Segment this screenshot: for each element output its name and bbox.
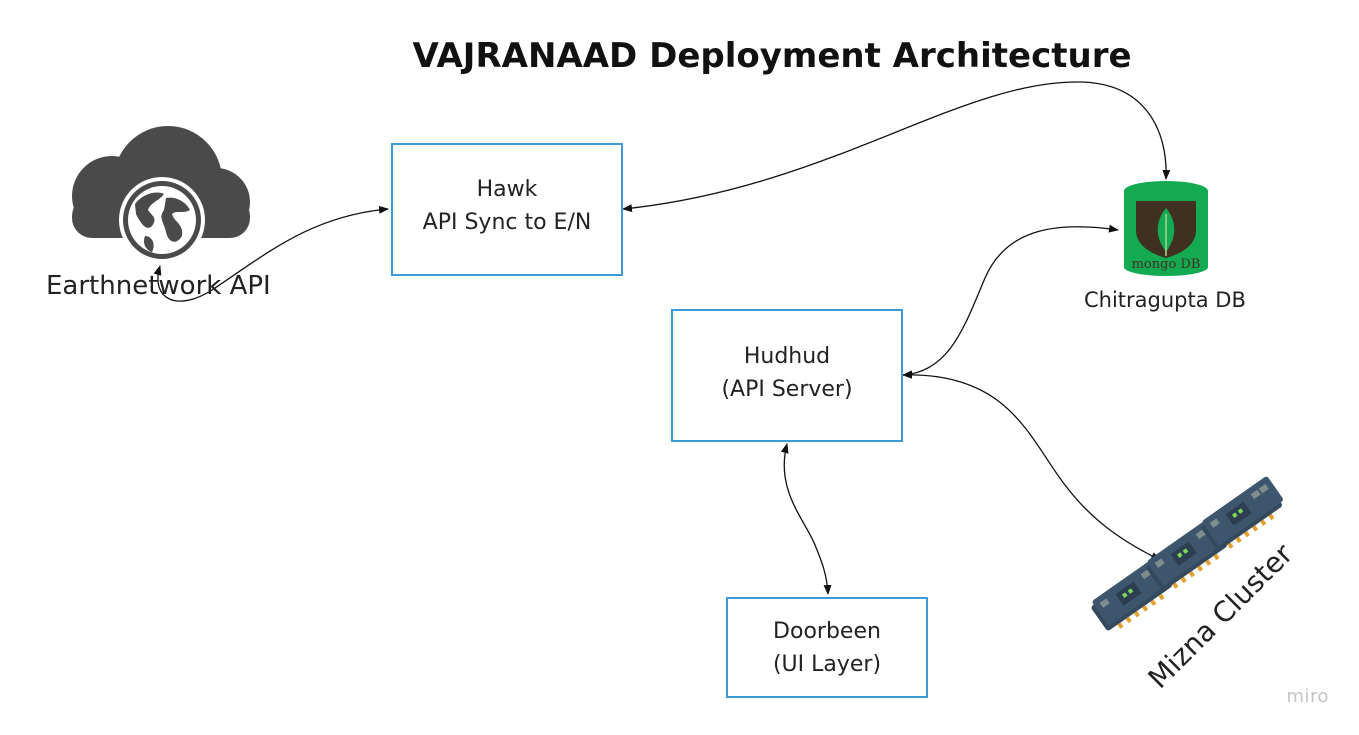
connector-hudhud-chitragupta	[902, 224, 1119, 379]
hudhud-subtitle: (API Server)	[721, 377, 853, 402]
mongodb-logo-text: mongo DB	[1132, 257, 1201, 272]
mongodb-icon	[1124, 181, 1208, 276]
page-title: VAJRANAAD Deployment Architecture	[412, 36, 1132, 76]
cloud-globe-icon	[72, 126, 250, 263]
hawk-subtitle: API Sync to E/N	[422, 210, 592, 235]
hudhud-title: Hudhud	[743, 344, 831, 369]
earthnetwork-api-label: Earthnetwork API	[46, 271, 271, 301]
hudhud-node[interactable]: Hudhud (API Server)	[671, 309, 903, 442]
doorbeen-title: Doorbeen	[773, 619, 881, 644]
connector-earthnetwork-hawk	[153, 205, 389, 302]
connector-hawk-chitragupta	[622, 81, 1171, 213]
miro-watermark: miro	[1286, 686, 1329, 707]
connector-hudhud-doorbeen	[780, 443, 832, 595]
hawk-title: Hawk	[476, 177, 538, 202]
doorbeen-node[interactable]: Doorbeen (UI Layer)	[726, 597, 928, 698]
doorbeen-subtitle: (UI Layer)	[772, 652, 882, 677]
chitragupta-db-label: Chitragupta DB	[1084, 288, 1246, 312]
connector-hudhud-mizna	[902, 370, 1161, 561]
hawk-node[interactable]: Hawk API Sync to E/N	[391, 143, 623, 276]
